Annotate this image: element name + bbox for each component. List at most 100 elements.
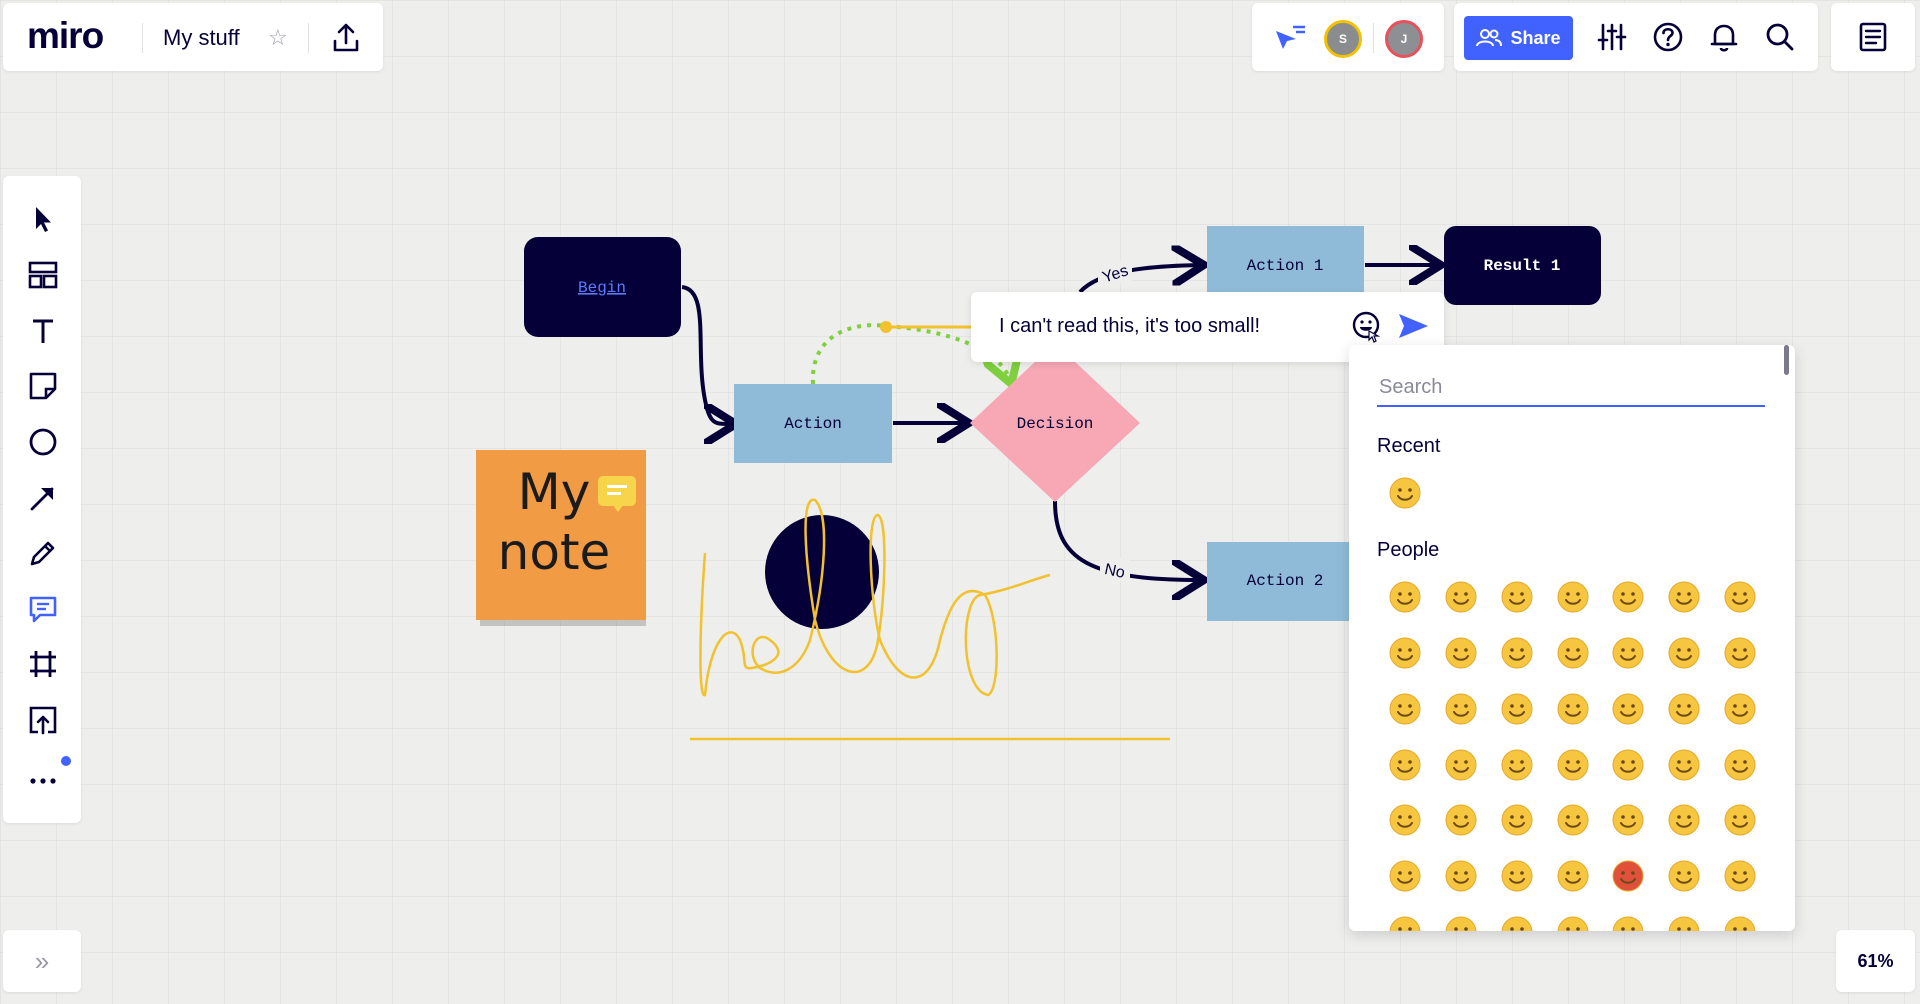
emoji-face-icon[interactable] bbox=[1500, 859, 1534, 893]
emoji-face-icon[interactable] bbox=[1611, 915, 1645, 931]
emoji-face-icon[interactable] bbox=[1388, 803, 1422, 837]
emoji-face-icon[interactable] bbox=[1611, 636, 1645, 670]
search-icon[interactable] bbox=[1762, 19, 1798, 55]
emoji-face-icon[interactable] bbox=[1444, 803, 1478, 837]
emoji-face-icon[interactable] bbox=[1556, 915, 1590, 931]
emoji-face-icon[interactable] bbox=[1723, 915, 1757, 931]
emoji-face-icon[interactable] bbox=[1500, 580, 1534, 614]
emoji-face-icon[interactable] bbox=[1556, 580, 1590, 614]
sticky-note-tool-icon[interactable] bbox=[23, 366, 63, 406]
emoji-face-icon[interactable] bbox=[1500, 915, 1534, 931]
node-result-1[interactable] bbox=[1444, 226, 1601, 305]
emoji-face-icon[interactable] bbox=[1667, 580, 1701, 614]
emoji-face-icon[interactable] bbox=[1667, 636, 1701, 670]
share-button[interactable]: Share bbox=[1464, 16, 1573, 60]
emoji-search-input[interactable] bbox=[1377, 369, 1765, 407]
emoji-face-icon[interactable] bbox=[1556, 803, 1590, 837]
emoji-face-icon[interactable] bbox=[1723, 803, 1757, 837]
emoji-icon[interactable] bbox=[1349, 309, 1383, 343]
comment-tool-icon[interactable] bbox=[23, 589, 63, 629]
star-icon[interactable]: ☆ bbox=[268, 25, 288, 50]
upload-icon[interactable] bbox=[329, 21, 363, 55]
emoji-face-icon[interactable] bbox=[1556, 859, 1590, 893]
emoji-face-icon[interactable] bbox=[1723, 859, 1757, 893]
node-action-2[interactable] bbox=[1207, 542, 1364, 621]
send-icon[interactable] bbox=[1395, 309, 1431, 343]
emoji-face-icon[interactable] bbox=[1388, 859, 1422, 893]
help-icon[interactable] bbox=[1650, 19, 1686, 55]
emoji-face-icon[interactable] bbox=[1611, 580, 1645, 614]
emoji-face-icon[interactable] bbox=[1444, 692, 1478, 726]
emoji-face-icon[interactable] bbox=[1723, 692, 1757, 726]
emoji-face-icon[interactable] bbox=[1444, 915, 1478, 931]
emoji-face-icon[interactable] bbox=[1556, 748, 1590, 782]
emoji-face-icon[interactable] bbox=[1444, 748, 1478, 782]
avatar[interactable]: J bbox=[1385, 20, 1423, 58]
frame-tool-icon[interactable] bbox=[23, 644, 63, 684]
emoji-face-icon[interactable] bbox=[1556, 636, 1590, 670]
comment-input[interactable]: I can't read this, it's too small! bbox=[999, 315, 1261, 337]
connector-dotted-green[interactable] bbox=[810, 323, 1010, 384]
emoji-face-icon[interactable] bbox=[1388, 692, 1422, 726]
emoji-face-icon[interactable] bbox=[1667, 915, 1701, 931]
emoji-face-icon[interactable] bbox=[1723, 748, 1757, 782]
emoji-face-icon[interactable] bbox=[1723, 580, 1757, 614]
connector-handle[interactable] bbox=[880, 321, 892, 333]
pen-drawing-hello[interactable] bbox=[699, 498, 1051, 697]
avatar[interactable]: S bbox=[1324, 20, 1362, 58]
connector-decision-action2[interactable] bbox=[1053, 500, 1200, 580]
emoji-face-icon[interactable] bbox=[1611, 748, 1645, 782]
emoji-face-icon[interactable] bbox=[1444, 580, 1478, 614]
pen-tool-icon[interactable] bbox=[23, 533, 63, 573]
bell-icon[interactable] bbox=[1706, 19, 1742, 55]
shape-tool-icon[interactable] bbox=[23, 422, 63, 462]
miro-logo[interactable]: miro bbox=[27, 15, 104, 56]
expand-panel-button[interactable]: » bbox=[3, 930, 81, 992]
reactions-cursor-icon[interactable] bbox=[1272, 21, 1308, 55]
node-begin[interactable] bbox=[524, 237, 681, 337]
connector-begin-action[interactable] bbox=[681, 285, 732, 424]
emoji-face-icon[interactable] bbox=[1388, 580, 1422, 614]
upload-tool-icon[interactable] bbox=[23, 700, 63, 740]
board-header: miro My stuff ☆ bbox=[3, 3, 383, 71]
node-decision[interactable] bbox=[970, 343, 1140, 502]
emoji-picker: Recent People bbox=[1349, 345, 1795, 931]
emoji-face-icon[interactable] bbox=[1500, 636, 1534, 670]
node-begin-label[interactable]: Begin bbox=[578, 279, 626, 297]
more-tools-icon[interactable] bbox=[23, 756, 63, 796]
emoji-face-icon[interactable] bbox=[1667, 803, 1701, 837]
notes-list-icon[interactable] bbox=[1856, 20, 1890, 54]
emoji-face-icon[interactable] bbox=[1667, 748, 1701, 782]
emoji-face-icon[interactable] bbox=[1667, 692, 1701, 726]
emoji-face-icon[interactable] bbox=[1500, 748, 1534, 782]
templates-tool-icon[interactable] bbox=[23, 255, 63, 295]
node-action-label: Action bbox=[784, 415, 842, 433]
emoji-face-icon[interactable] bbox=[1667, 859, 1701, 893]
emoji-face-icon[interactable] bbox=[1556, 692, 1590, 726]
sticky-comment-icon[interactable] bbox=[598, 476, 636, 512]
emoji-face-icon[interactable] bbox=[1388, 915, 1422, 931]
board-name[interactable]: My stuff bbox=[163, 25, 240, 50]
emoji-face-icon[interactable] bbox=[1444, 859, 1478, 893]
emoji-face-icon[interactable] bbox=[1500, 803, 1534, 837]
emoji-face-icon[interactable] bbox=[1500, 692, 1534, 726]
no-label: No bbox=[1103, 561, 1127, 582]
zoom-level[interactable]: 61% bbox=[1836, 930, 1915, 992]
emoji-face-icon[interactable] bbox=[1611, 859, 1645, 893]
text-tool-icon[interactable] bbox=[23, 311, 63, 351]
scrollbar[interactable] bbox=[1784, 345, 1789, 375]
emoji-face-icon[interactable] bbox=[1723, 636, 1757, 670]
emoji-face-icon[interactable] bbox=[1388, 636, 1422, 670]
arrow-tool-icon[interactable] bbox=[23, 478, 63, 518]
top-toolbar: Share bbox=[1454, 3, 1818, 71]
emoji-face-icon[interactable] bbox=[1388, 476, 1422, 510]
emoji-face-icon[interactable] bbox=[1444, 636, 1478, 670]
emoji-face-icon[interactable] bbox=[1611, 692, 1645, 726]
emoji-face-icon[interactable] bbox=[1388, 748, 1422, 782]
node-action[interactable] bbox=[734, 384, 892, 463]
select-tool-icon[interactable] bbox=[23, 199, 63, 239]
node-action-1[interactable] bbox=[1207, 226, 1364, 293]
settings-sliders-icon[interactable] bbox=[1594, 19, 1630, 55]
emoji-face-icon[interactable] bbox=[1611, 803, 1645, 837]
